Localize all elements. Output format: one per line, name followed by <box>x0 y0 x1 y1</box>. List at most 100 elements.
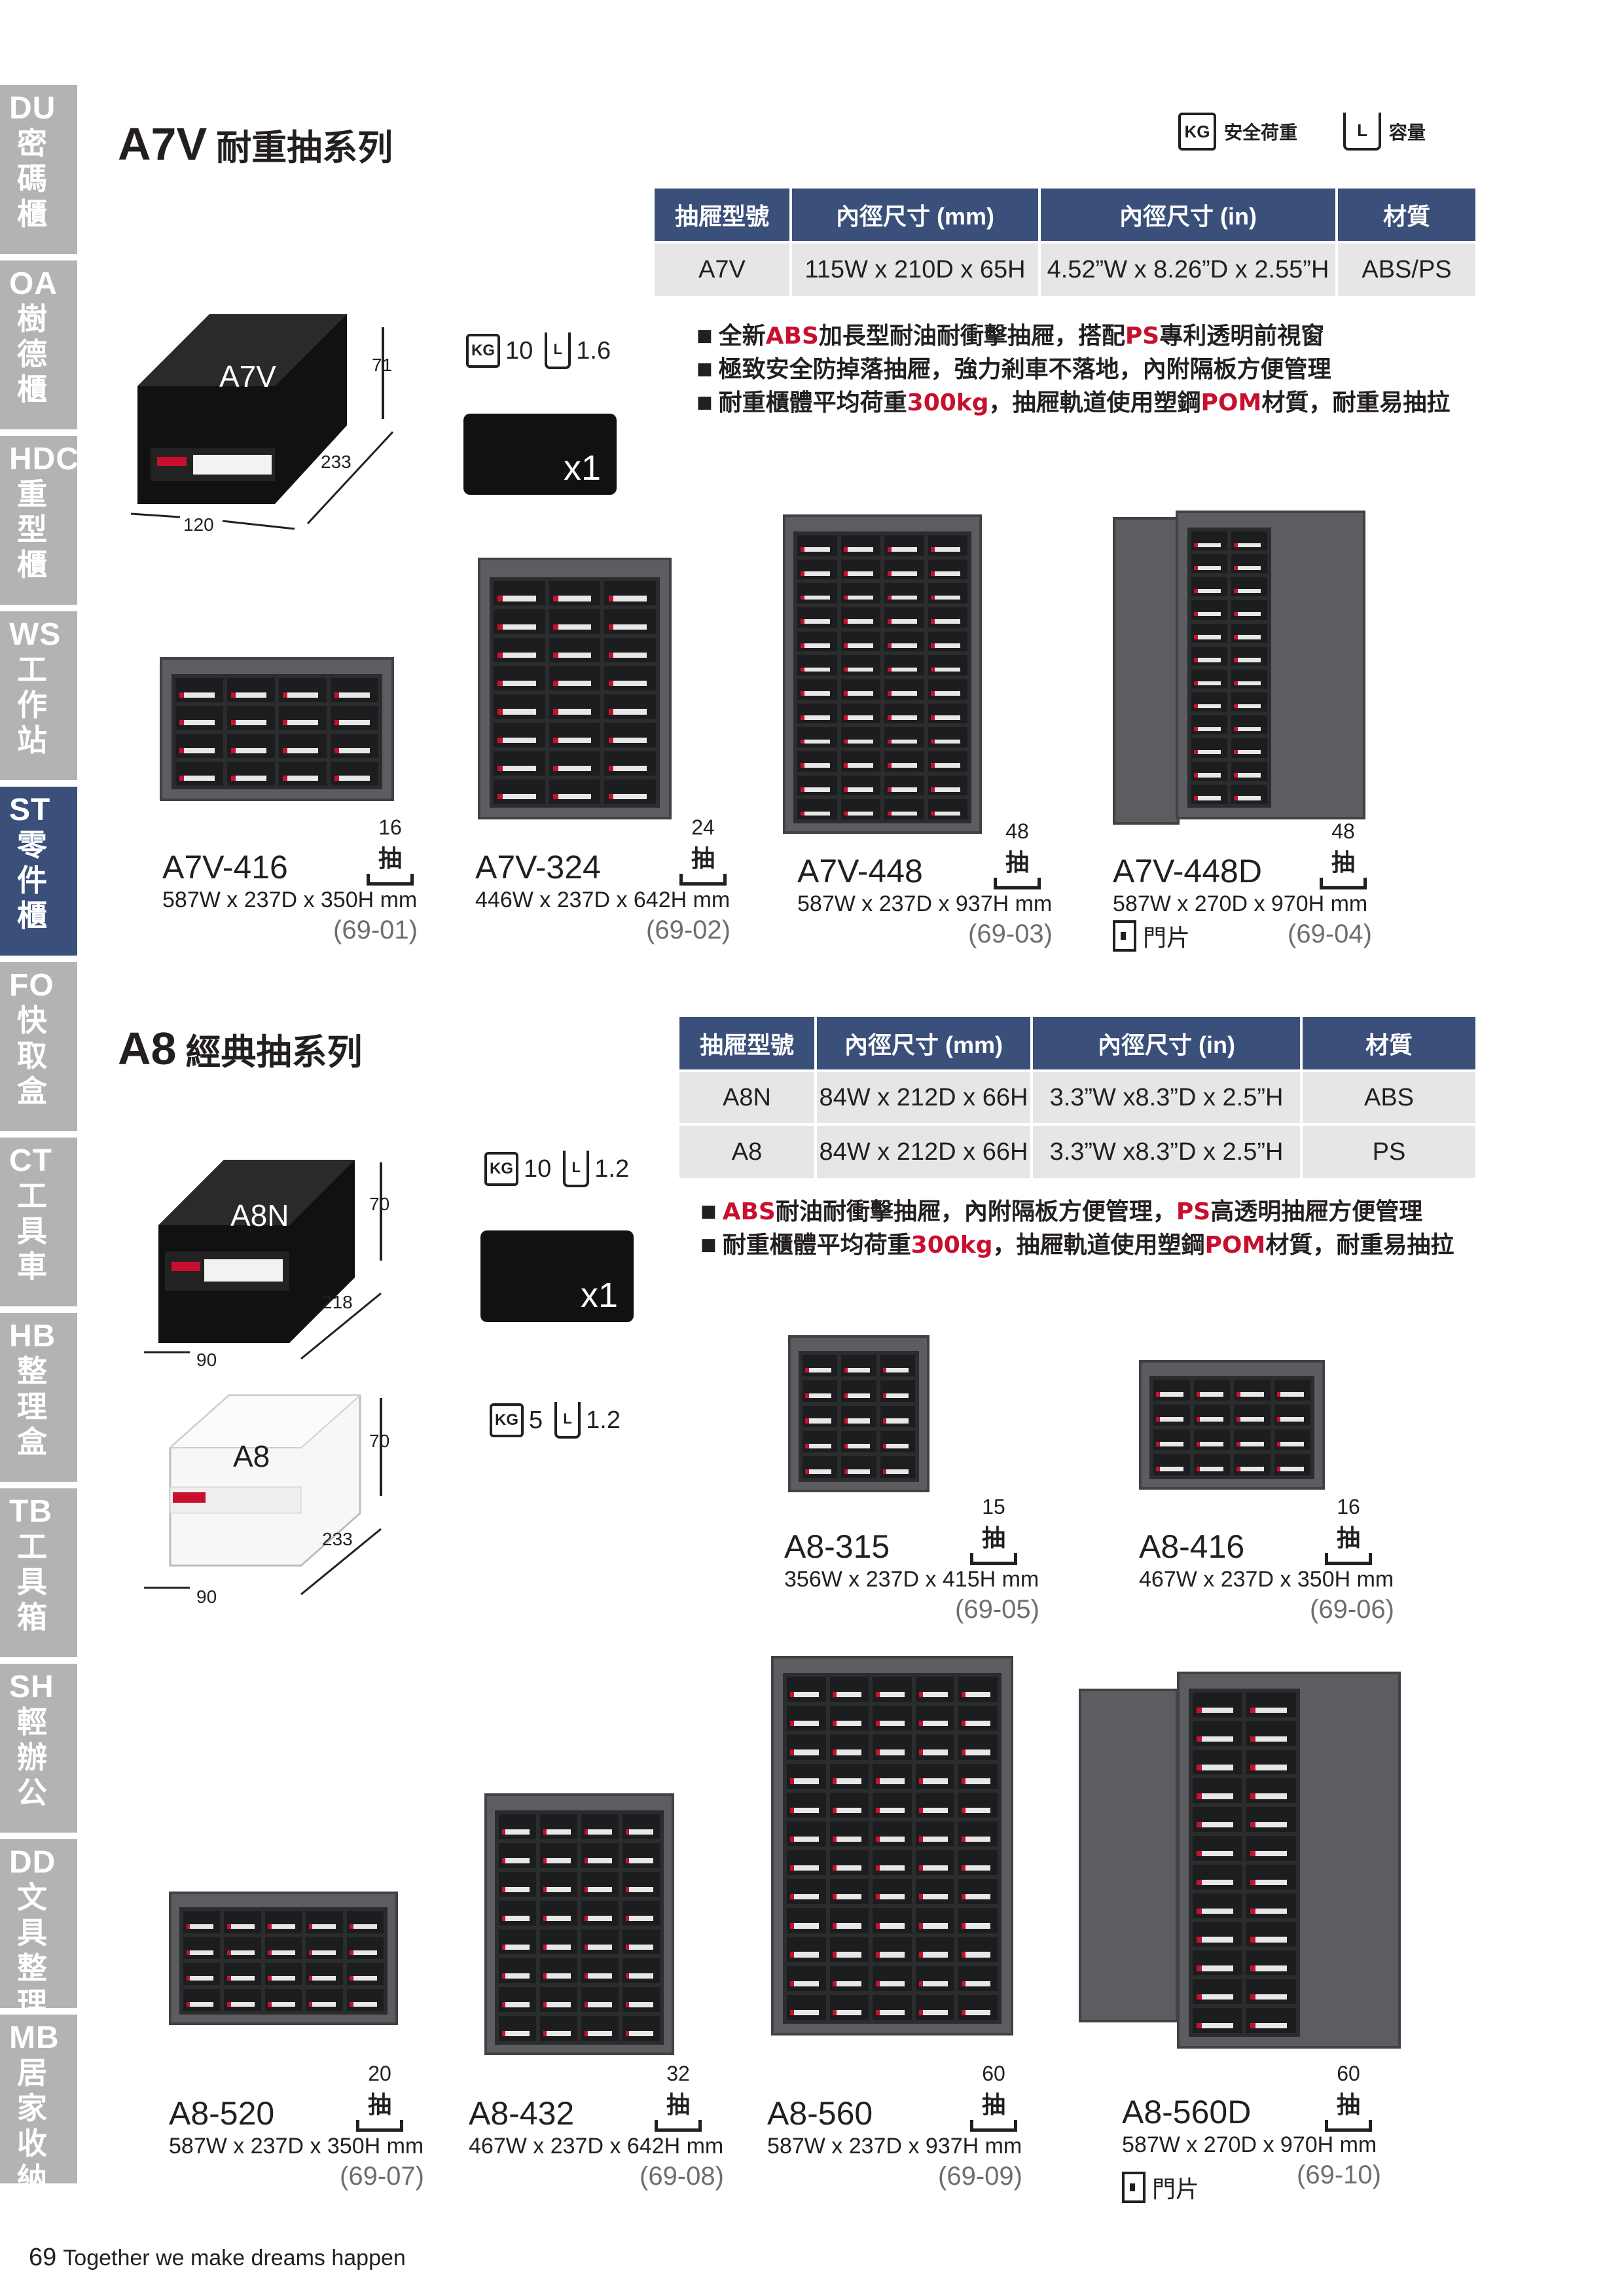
product-a8-520[interactable]: A8-520 587W x 237D x 350H mm (69-07) <box>169 2094 424 2191</box>
product-code: (69-09) <box>938 2162 1022 2191</box>
side-tab-label: 樹德櫃 <box>17 301 47 407</box>
product-a7v-324[interactable]: A7V-324 446W x 237D x 642H mm (69-02) <box>475 848 731 945</box>
footer-slogan: Together we make dreams happen <box>63 2246 406 2270</box>
product-name: A8-560 <box>767 2095 873 2132</box>
side-tab-code: HB <box>9 1319 56 1354</box>
side-tab-label: 居家收納 <box>17 2055 47 2197</box>
table-header: 抽屜型號 <box>655 188 792 242</box>
side-tab-label: 重型櫃 <box>17 476 47 583</box>
legend: KG 安全荷重 L 容量 <box>1178 113 1426 151</box>
feature-item: 耐重櫃體平均荷重300kg，抽屜軌道使用塑鋼POM材質，耐重易抽拉 <box>700 1229 1454 1262</box>
product-a8-315[interactable]: A8-315 356W x 237D x 415H mm (69-05) <box>784 1528 1039 1624</box>
product-a8-416[interactable]: A8-416 467W x 237D x 350H mm (69-06) <box>1139 1528 1394 1624</box>
a8n-drawer-image <box>158 1160 355 1343</box>
a8-560-cabinet-image <box>771 1656 1013 2036</box>
product-name: A8-520 <box>169 2095 275 2132</box>
door-tag: 門片 <box>1113 919 1190 953</box>
series-name: 耐重抽系列 <box>216 127 393 168</box>
liter-value: 1.2 <box>586 1406 621 1434</box>
product-size: 446W x 237D x 642H mm <box>475 888 731 912</box>
table-header: 材質 <box>1301 1017 1475 1071</box>
a7v-448-cabinet-image <box>783 514 982 834</box>
product-name: A8-432 <box>469 2095 575 2132</box>
a8n-capacity: KG 10 L 1.2 <box>484 1151 629 1187</box>
product-a8-432[interactable]: A8-432 467W x 237D x 642H mm (69-08) <box>469 2094 724 2191</box>
a7v-dim-width: 120 <box>183 514 214 535</box>
product-size: 587W x 237D x 350H mm <box>169 2134 424 2159</box>
product-a7v-448[interactable]: A7V-448 587W x 237D x 937H mm (69-03) <box>797 852 1053 949</box>
product-a8-560d[interactable]: A8-560D 587W x 270D x 970H mm (69-10) 門片 <box>1122 2093 1381 2208</box>
a7v-divider-plate: x1 <box>463 414 617 495</box>
a7v-448d-cabinet-image <box>1176 511 1365 819</box>
product-code: (69-08) <box>640 2162 724 2191</box>
product-name: A8-416 <box>1139 1528 1245 1565</box>
product-name: A8-315 <box>784 1528 890 1565</box>
a8-416-cabinet-image <box>1139 1360 1325 1490</box>
side-tab-label: 零件櫃 <box>17 827 47 933</box>
a8-520-cabinet-image <box>169 1892 398 2025</box>
table-row: A8N 84W x 212D x 66H 3.3”W x8.3”D x 2.5”… <box>679 1069 1475 1124</box>
a8-dim-depth: 233 <box>322 1529 353 1549</box>
table-header: 材質 <box>1337 188 1475 242</box>
table-cell: ABS <box>1301 1069 1475 1124</box>
side-tab-label: 文具整理 <box>17 1880 47 2021</box>
feature-item: 全新ABS加長型耐油耐衝擊抽屜，搭配PS專利透明前視窗 <box>696 319 1450 353</box>
table-cell: A8 <box>679 1123 817 1178</box>
table-header: 內徑尺寸 (mm) <box>816 1017 1033 1071</box>
a8-capacity: KG 5 L 1.2 <box>490 1402 621 1439</box>
liter-icon: L <box>1343 113 1382 151</box>
a7v-dim-arrows <box>131 327 394 530</box>
table-row: A8 84W x 212D x 66H 3.3”W x8.3”D x 2.5”H… <box>679 1123 1475 1178</box>
kg-value: 10 <box>505 336 533 365</box>
a8-dim-width: 90 <box>196 1587 217 1607</box>
a7v-drawer-image <box>137 314 347 504</box>
product-code: (69-05) <box>955 1595 1039 1624</box>
side-tab-code: DD <box>9 1845 56 1880</box>
kg-value: 5 <box>529 1406 543 1434</box>
series-model: A8 <box>118 1023 177 1074</box>
product-size: 467W x 237D x 350H mm <box>1139 1567 1394 1592</box>
table-header: 抽屜型號 <box>679 1017 817 1071</box>
product-a8-560[interactable]: A8-560 587W x 237D x 937H mm (69-09) <box>767 2094 1022 2191</box>
side-tab-label: 工具車 <box>17 1178 47 1284</box>
side-tab-code: FO <box>9 968 54 1003</box>
a7v-dim-depth: 233 <box>321 452 352 472</box>
product-a7v-448d[interactable]: A7V-448D 587W x 270D x 970H mm (69-04) 門… <box>1113 852 1372 957</box>
kg-icon: KG <box>484 1152 518 1186</box>
product-name: A7V-416 <box>162 849 288 886</box>
a8n-dim-depth: 218 <box>322 1292 353 1312</box>
liter-icon: L <box>545 332 571 369</box>
kg-icon: KG <box>1178 113 1216 151</box>
a8-560d-cabinet-image <box>1177 1672 1401 2049</box>
a7v-drawer-label: A7V <box>219 359 276 393</box>
side-tab-label: 快取盒 <box>17 1003 47 1109</box>
divider-qty: x1 <box>563 448 601 488</box>
product-size: 587W x 237D x 937H mm <box>767 2134 1022 2159</box>
door-icon <box>1122 2172 1146 2203</box>
liter-value: 1.6 <box>576 336 611 365</box>
a7v-448d-left-door <box>1113 517 1180 825</box>
product-a7v-416[interactable]: A7V-416 587W x 237D x 350H mm (69-01) <box>162 848 418 945</box>
product-size: 587W x 270D x 970H mm <box>1122 2132 1377 2157</box>
table-header: 內徑尺寸 (in) <box>1039 188 1338 242</box>
side-tab-label: 密碼櫃 <box>17 126 47 232</box>
feature-item: 極致安全防掉落抽屜，強力剎車不落地，內附隔板方便管理 <box>696 353 1450 386</box>
side-tab-label: 工具箱 <box>17 1529 47 1635</box>
